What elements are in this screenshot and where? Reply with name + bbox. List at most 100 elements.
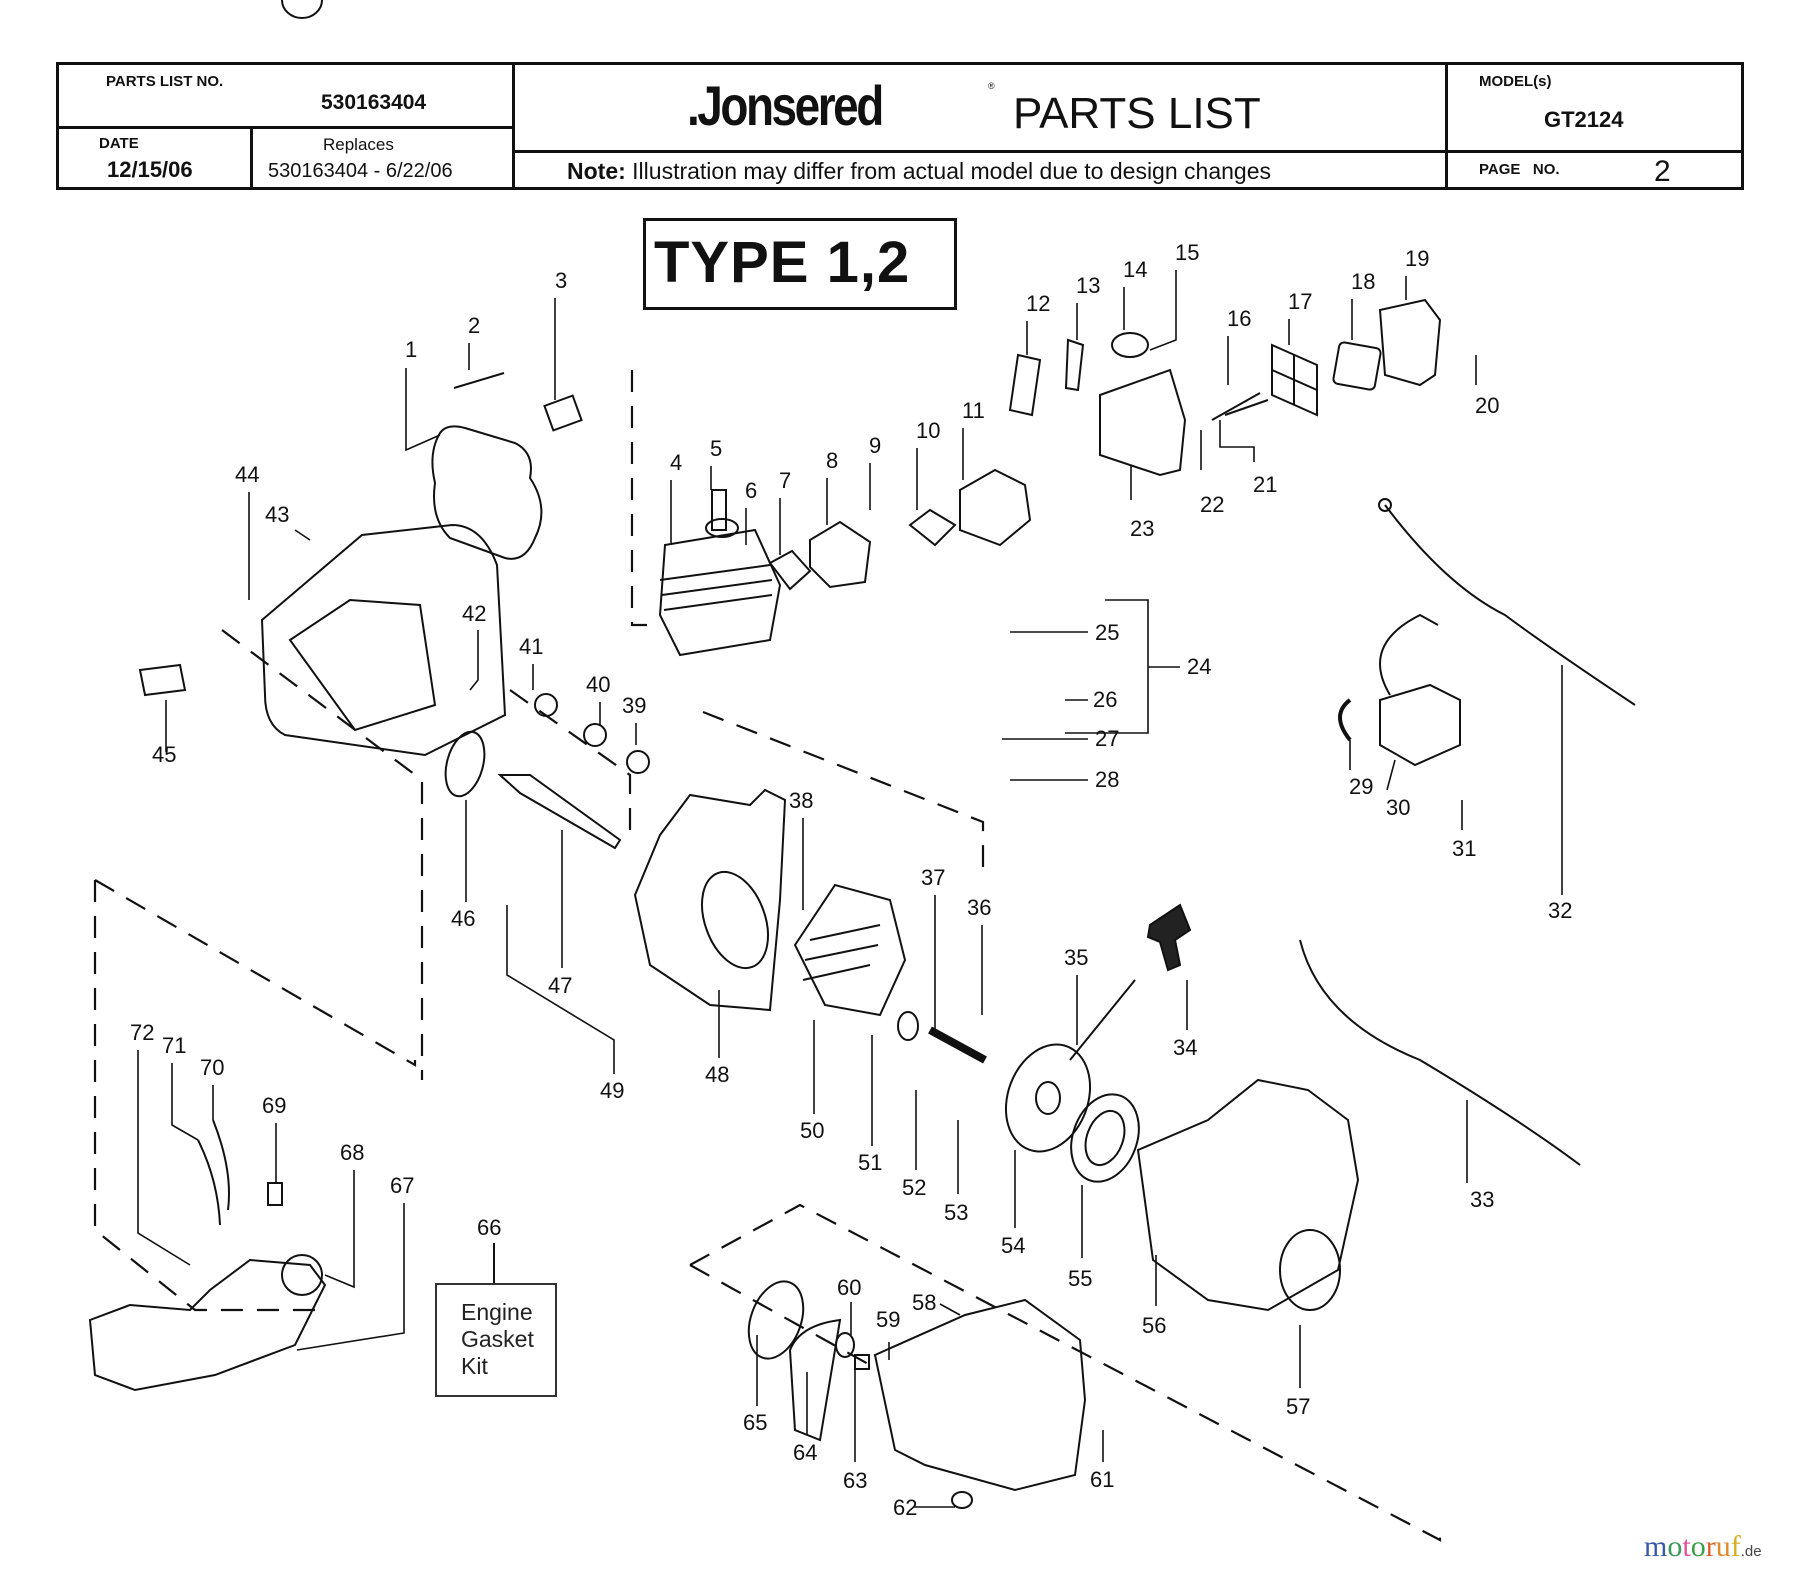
choke-lever-part: [1064, 338, 1085, 392]
callout-33: 33: [1470, 1187, 1494, 1212]
callout-24: 24: [1187, 654, 1211, 679]
callout-12: 12: [1026, 291, 1050, 316]
callout-28: 28: [1095, 767, 1119, 792]
callout-37: 37: [921, 865, 945, 890]
fan-cover-part: [873, 1298, 1087, 1492]
callout-41: 41: [519, 634, 543, 659]
callout-7: 7: [779, 468, 791, 493]
filter-gasket-part: [1271, 343, 1318, 417]
callout-63: 63: [843, 1468, 867, 1493]
callout-54: 54: [1001, 1233, 1025, 1258]
callout-50: 50: [800, 1118, 824, 1143]
flywheel-part: [793, 883, 907, 1017]
washer-60-part: [835, 1332, 855, 1358]
callout-31: 31: [1452, 836, 1476, 861]
brand-logo: .Jonsered: [687, 74, 884, 137]
leader-line-58: [939, 1303, 961, 1316]
washer-part: [897, 1011, 919, 1041]
muffler-cover-part: [431, 425, 543, 560]
callout-25: 25: [1095, 620, 1119, 645]
model-value: GT2124: [1544, 107, 1624, 132]
shaft-part: [928, 1026, 987, 1064]
callout-71: 71: [162, 1033, 186, 1058]
callout-53: 53: [944, 1200, 968, 1225]
crankshaft-part: [497, 774, 622, 850]
ground-wire-part: [1384, 504, 1636, 706]
crankcase-part: [633, 788, 787, 1012]
registered-mark: ®: [988, 81, 995, 91]
parts-list-no-cell: PARTS LIST NO. 530163404: [59, 65, 515, 129]
callout-34: 34: [1173, 1035, 1197, 1060]
callout-61: 61: [1090, 1467, 1114, 1492]
callout-35: 35: [1064, 945, 1088, 970]
models-label: MODEL(s): [1479, 73, 1552, 90]
callout-45: 45: [152, 742, 176, 767]
callout-20: 20: [1475, 393, 1499, 418]
air-filter-housing-part: [1099, 368, 1187, 477]
starter-rope-part: [1069, 979, 1136, 1061]
dashed-line-cylinder-group: [630, 370, 647, 627]
carburetor-part: [959, 468, 1032, 547]
air-filter-cover-part: [1378, 298, 1442, 387]
callout-21: 21: [1253, 472, 1277, 497]
callout-44: 44: [235, 462, 259, 487]
callout-64: 64: [793, 1440, 817, 1465]
brand-cell: .Jonsered ® PARTS LIST: [515, 65, 1445, 153]
clip-part: [138, 663, 187, 697]
callout-57: 57: [1286, 1394, 1310, 1419]
muffler-housing-part: [260, 523, 507, 757]
leader-line-21: [1219, 420, 1255, 462]
nut-part: [854, 1354, 870, 1370]
shield-part: [1338, 698, 1352, 742]
pawl-housing-part: [788, 1318, 842, 1442]
title-block: PARTS LIST NO. 530163404 DATE 12/15/06 R…: [56, 62, 1744, 190]
callout-23: 23: [1130, 516, 1154, 541]
callout-4: 4: [670, 450, 682, 475]
callout-39: 39: [622, 693, 646, 718]
disc-part: [747, 1280, 805, 1360]
callout-14: 14: [1123, 257, 1147, 282]
engine-gasket-kit-box: Engine Gasket Kit: [435, 1283, 557, 1397]
callout-51: 51: [858, 1150, 882, 1175]
replaces-value: 530163404 - 6/22/06: [268, 160, 453, 182]
callout-65: 65: [743, 1410, 767, 1435]
kit-leader-line: [493, 1243, 495, 1283]
watermark-letter: o: [1690, 1530, 1706, 1563]
page-cell: PAGE NO. 2: [1445, 153, 1741, 188]
parts-list-no-label: PARTS LIST NO.: [106, 73, 224, 90]
dashed-line-fuel-tank-group: [93, 880, 315, 1312]
callout-69: 69: [262, 1093, 286, 1118]
callout-62: 62: [893, 1495, 917, 1520]
callout-56: 56: [1142, 1313, 1166, 1338]
callout-47: 47: [548, 973, 572, 998]
type-label: TYPE 1,2: [654, 230, 911, 295]
callout-9: 9: [869, 433, 881, 458]
note-cell: Note: Illustration may differ from actua…: [515, 153, 1445, 187]
watermark-letter: t: [1682, 1530, 1691, 1563]
cylinder-part: [658, 528, 782, 657]
callout-68: 68: [340, 1140, 364, 1165]
callout-36: 36: [967, 895, 991, 920]
dashed-line-crankcase-group: [702, 710, 985, 867]
spark-plug-part: [711, 489, 727, 531]
watermark-letter: o: [1667, 1530, 1683, 1563]
date-value: 12/15/06: [107, 157, 193, 182]
callout-43: 43: [265, 502, 289, 527]
fuel-filter-part: [267, 1182, 283, 1206]
dashed-line-starter-group: [689, 1203, 1442, 1542]
callout-32: 32: [1548, 898, 1572, 923]
callout-70: 70: [200, 1055, 224, 1080]
pulley-part: [1004, 1043, 1092, 1153]
fuel-cap-part: [281, 0, 323, 19]
rewind-spring-part: [1070, 1093, 1140, 1183]
watermark-letter: f: [1730, 1530, 1741, 1563]
parts-list-title: PARTS LIST: [1013, 89, 1261, 138]
leader-lines: [137, 270, 1563, 1508]
motoruf-watermark: motoruf.de: [1644, 1530, 1762, 1564]
replaces-label: Replaces: [323, 135, 394, 154]
callout-1: 1: [405, 337, 417, 362]
fuel-tank-part: [88, 1258, 327, 1392]
part-outlines: [88, 0, 1636, 1509]
spring-part: [453, 372, 505, 389]
